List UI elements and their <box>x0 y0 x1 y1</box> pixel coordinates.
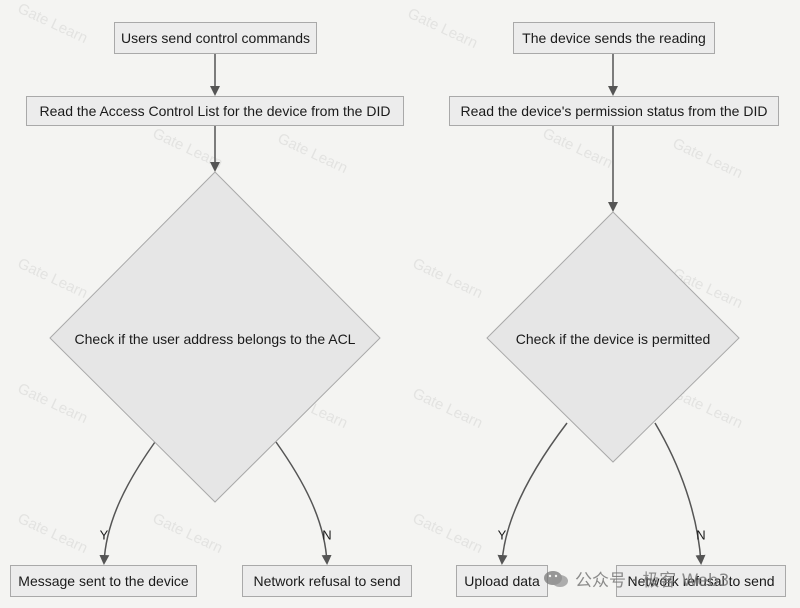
yes-label-right: Y <box>497 527 507 543</box>
yes-label-left: Y <box>99 527 109 543</box>
no-label-right: N <box>696 527 706 543</box>
start-node-right: The device sends the reading <box>513 22 715 54</box>
decision-diamond-right <box>486 211 740 463</box>
decision-diamond-left <box>49 171 381 503</box>
read-acl-node-left: Read the Access Control List for the dev… <box>26 96 404 126</box>
wechat-icon <box>544 570 568 587</box>
arrow-decision-yes-left <box>99 441 156 565</box>
yes-result-node-left: Message sent to the device <box>10 565 197 597</box>
no-result-node-left: Network refusal to send <box>242 565 412 597</box>
yes-result-node-right: Upload data <box>456 565 548 597</box>
no-label-left: N <box>322 527 332 543</box>
decision-label-right: Check if the device is permitted <box>515 331 711 347</box>
start-node-left: Users send control commands <box>114 22 317 54</box>
no-result-node-right: Network refusal to send <box>616 565 786 597</box>
source-credit: 公众号 · 极客 Web3 <box>543 566 730 591</box>
read-permission-node-right: Read the device's permission status from… <box>449 96 779 126</box>
arrow-decision-yes-right <box>497 422 568 565</box>
decision-label-left: Check if the user address belongs to the… <box>74 331 356 347</box>
arrow-decision-no-right <box>654 422 706 565</box>
arrow-decision-no-left <box>275 441 332 565</box>
credit-text: 公众号 · 极客 Web3 <box>575 571 730 591</box>
